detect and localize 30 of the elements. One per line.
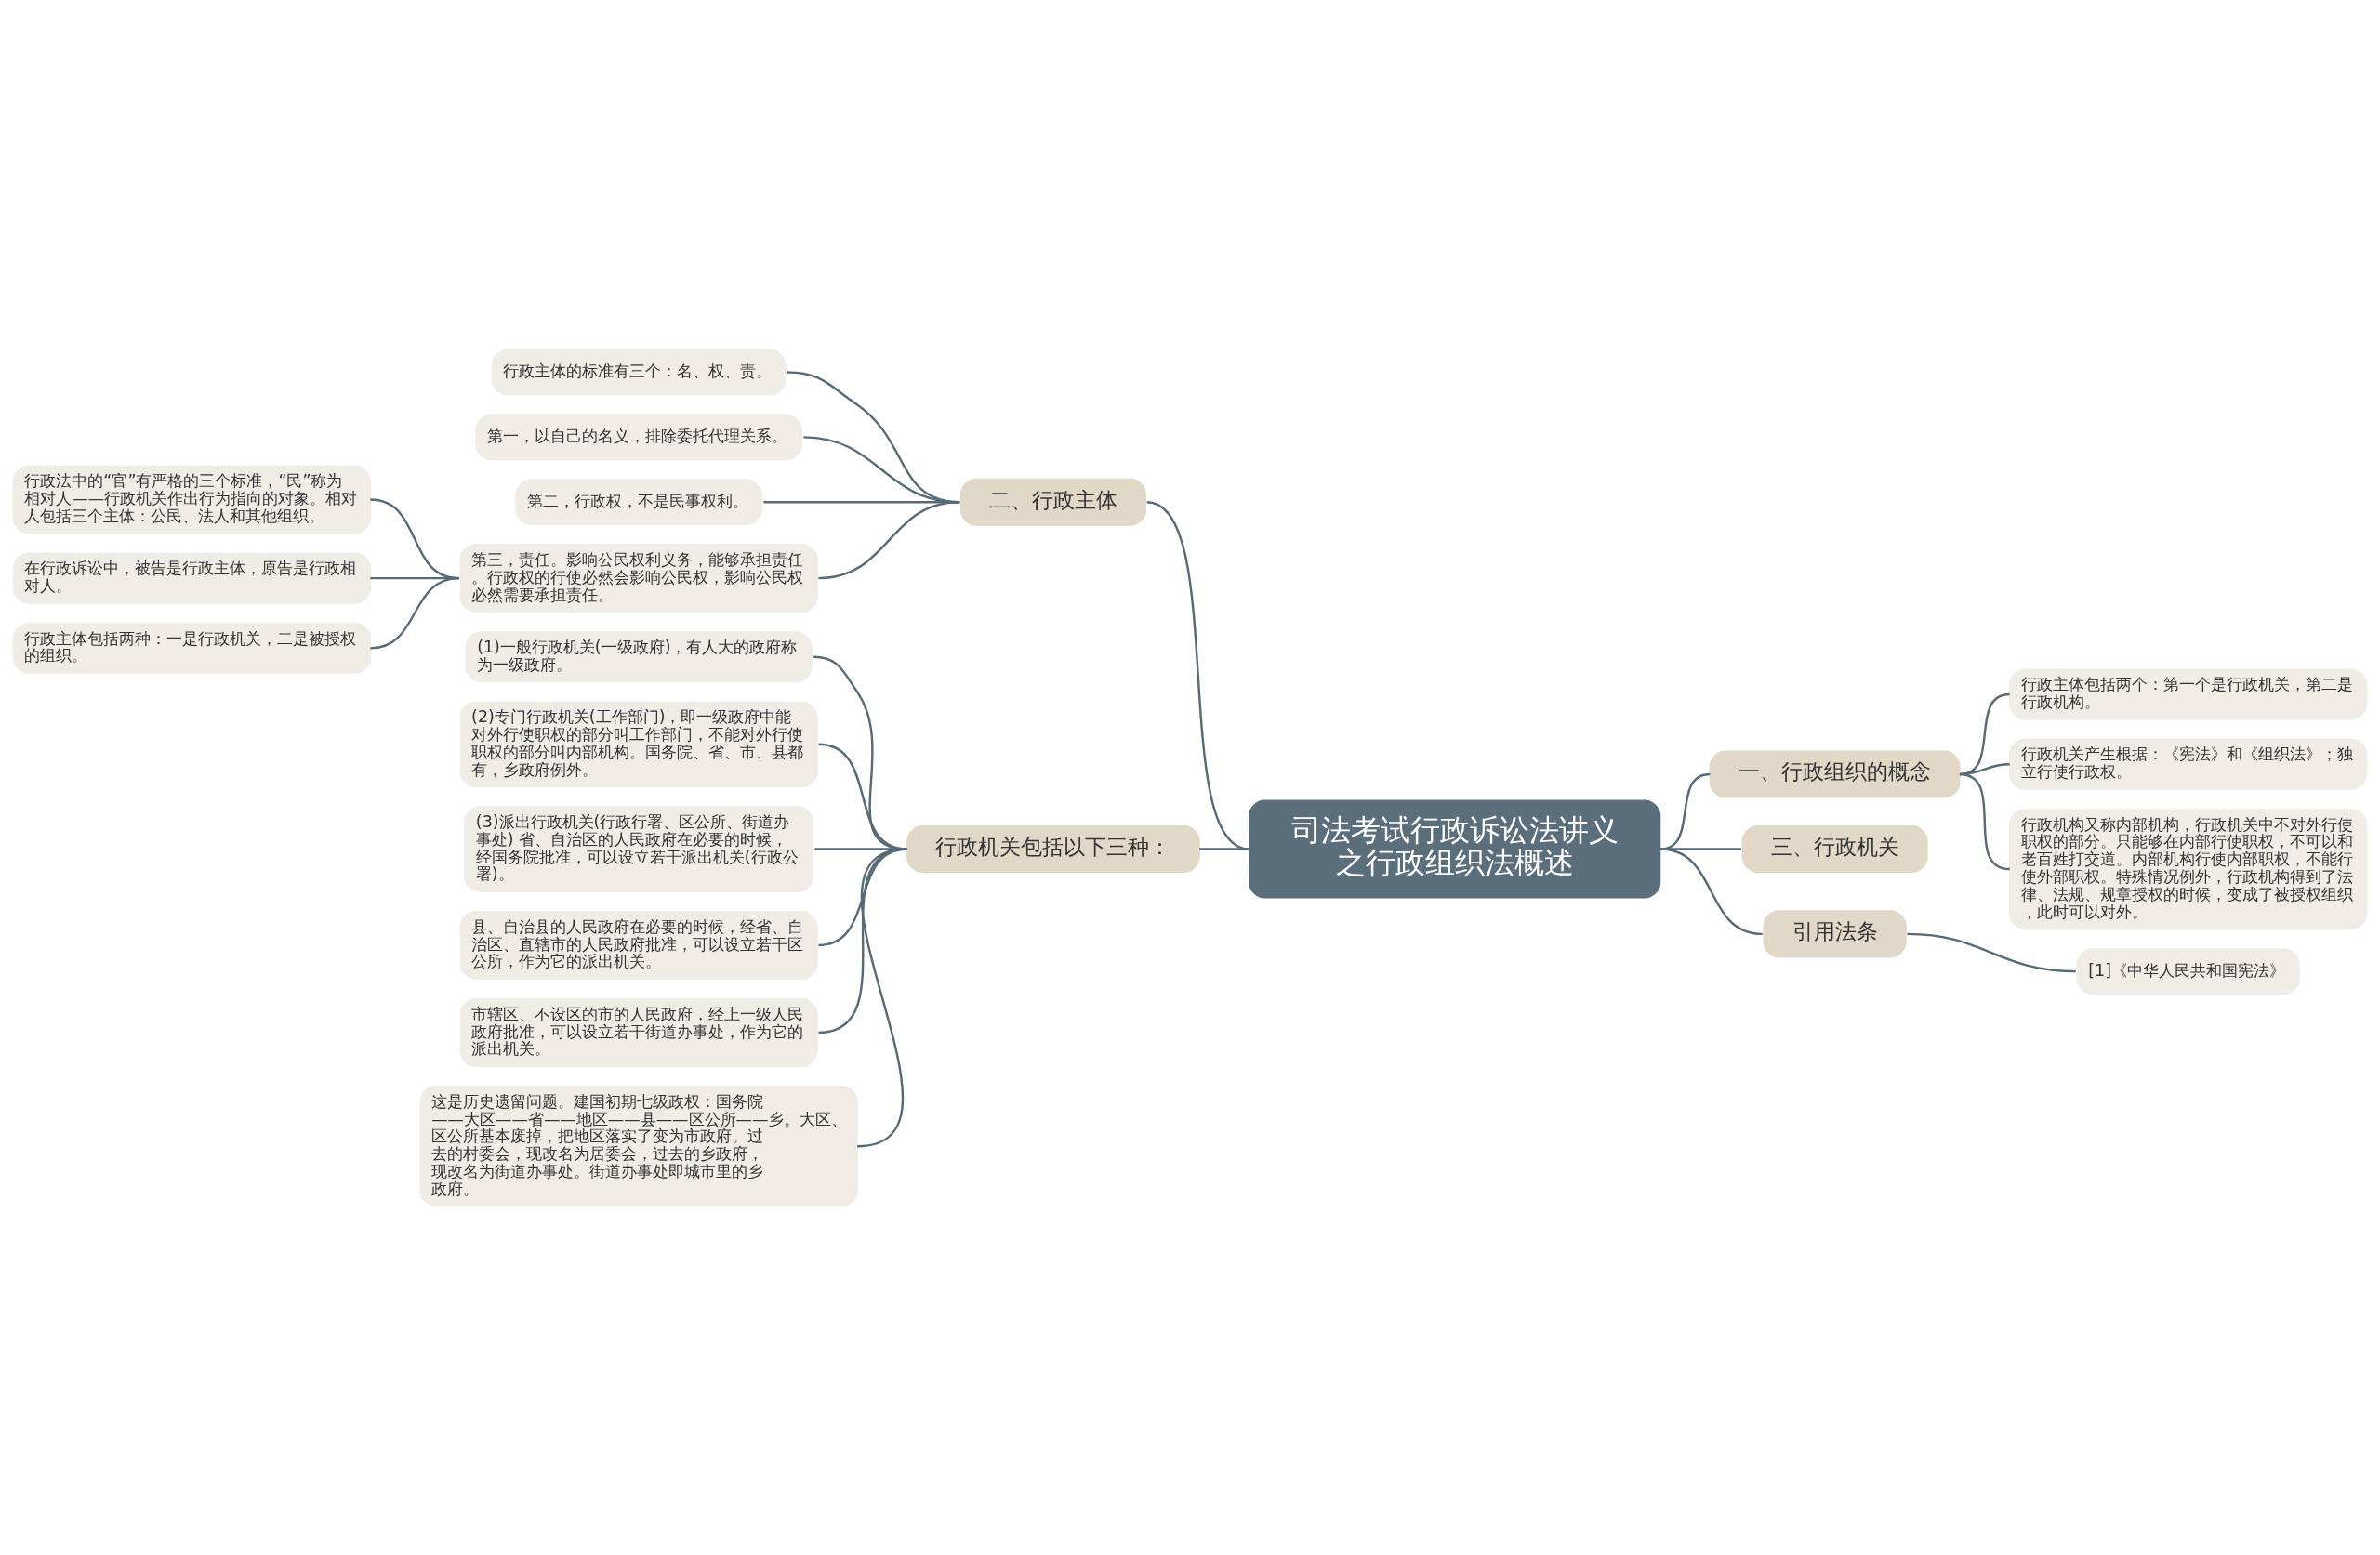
- node-box: 行政法中的“官”有严格的三个标准，“民”称为相对人——行政机关作出行为指向的对象。相对人包括三个主体：公民、法人和其他组织。: [12, 465, 372, 534]
- node-box: 行政主体包括两个：第一个是行政机关，第二是行政机构。: [2008, 668, 2368, 720]
- node-box: 行政机关包括以下三种：: [906, 824, 1200, 873]
- connector: [370, 576, 459, 650]
- connector: [1959, 772, 2010, 870]
- node-box: 三、行政机关: [1741, 824, 1928, 873]
- node-box: (3)派出行政机关(行政行署、区公所、街道办事处) 省、自治区的人民政府在必要的时候，经国务院批准，可以设立若干派出机关(行政公署)。: [464, 805, 814, 892]
- node-box: (2)专门行政机关(工作部门)，即一级政府中能对外行使职权的部分叫工作部门，不能对外行使职权的部分叫内部机构。国务院、省、市、县都有，乡政府例外。: [459, 700, 818, 787]
- node-box: 第一，以自己的名义，排除委托代理关系。: [475, 414, 802, 460]
- node-box: 引用法条: [1763, 909, 1907, 957]
- connector: [818, 500, 960, 579]
- node-box: 这是历史遗留问题。建国初期七级政权：国务院——大区——省——地区——县——区公所——乡。大区、区公所基本废掉，把地区落实了变为市政府。过去的村委会，现改名为居委会，过去的乡政府，现改名为街道办事处。街道办事处即城市里的乡政府。: [419, 1085, 858, 1206]
- connector: [1199, 847, 1250, 850]
- node-box: 一、行政组织的概念: [1709, 749, 1961, 797]
- node-box: 第三，责任。影响公民权利义务，能够承担责任。行政权的行使必然会影响公民权，影响公民权必然需要承担责任。: [459, 543, 818, 613]
- node-box: [1]《中华人民共和国宪法》: [2076, 947, 2300, 995]
- node-box: 行政机构又称内部机构，行政机关中不对外行使职权的部分。只能够在内部行使职权，不可以和老百姓打交道。内部机构行使内部职权，不能行使外部职权。特殊情况例外，行政机构得到了法律、法规、规章授权的时候，变成了被授权组织，此时可以对外。: [2008, 808, 2368, 929]
- node-box: 第二，行政权，不是民事权利。: [515, 478, 763, 525]
- node-box: 行政机关产生根据：《宪法》和《组织法》；独立行使行政权。: [2008, 738, 2368, 790]
- node-box: 县、自治县的人民政府在必要的时候，经省、自治区、直辖市的人民政府批准，可以设立若干区公所，作为它的派出机关。: [459, 910, 818, 980]
- connector: [1659, 847, 1763, 935]
- node-box: 市辖区、不设区的市的人民政府，经上一级人民政府批准，可以设立若干街道办事处，作为它的派出机关。: [459, 997, 818, 1067]
- node-box: 行政主体的标准有三个：名、权、责。: [491, 349, 787, 395]
- node-box: 二、行政主体: [959, 478, 1146, 526]
- connector: [1907, 932, 2076, 972]
- node-box: (1)一般行政机关(一级政府)，有人大的政府称为一级政府。: [465, 630, 813, 682]
- connector: [1146, 500, 1250, 850]
- node-box: 司法考试行政诉讼法讲义之行政组织法概述: [1249, 799, 1661, 899]
- node-box: 行政主体包括两种：一是行政机关，二是被授权的组织。: [12, 622, 372, 674]
- node-box: 在行政诉讼中，被告是行政主体，原告是行政相对人。: [12, 552, 372, 604]
